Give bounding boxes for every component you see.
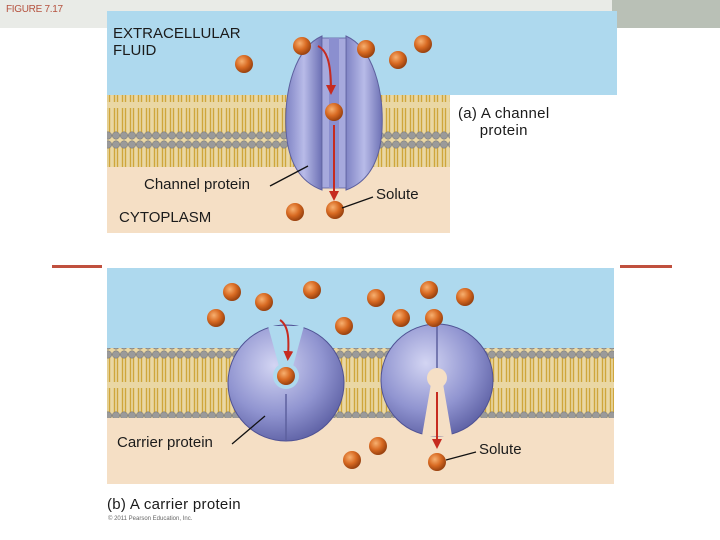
- solute-molecule-icon: [367, 289, 385, 307]
- panel-a: [107, 11, 617, 233]
- panel-b-title: (b) A carrier protein: [107, 496, 241, 513]
- solute-molecule-icon: [428, 453, 446, 471]
- panel-b: [107, 268, 614, 484]
- solute-molecule-icon: [255, 293, 273, 311]
- panel-a-title: (a) A channel protein: [458, 105, 550, 140]
- solute-molecule-icon: [414, 35, 432, 53]
- solute-molecule-icon: [325, 103, 343, 121]
- cytoplasm-label: CYTOPLASM: [119, 209, 212, 226]
- solute-molecule-icon: [425, 309, 443, 327]
- figure-label: FIGURE 7.17: [6, 4, 63, 15]
- extracellular-region-b: [107, 268, 614, 348]
- solute-molecule-icon: [293, 37, 311, 55]
- solute-molecule-icon: [335, 317, 353, 335]
- down-arrow-icon: [317, 45, 336, 95]
- channel-protein-label: Channel protein: [144, 176, 250, 193]
- solute-label-a: Solute: [376, 186, 419, 203]
- solute-molecule-icon: [456, 288, 474, 306]
- header-band-accent: [612, 0, 720, 28]
- divider-left: [52, 265, 102, 268]
- solute-molecule-icon: [369, 437, 387, 455]
- solute-molecule-icon: [343, 451, 361, 469]
- divider-right: [620, 265, 672, 268]
- copyright-notice: © 2011 Pearson Education, Inc.: [108, 516, 193, 522]
- cytoplasm-region-a: [107, 167, 450, 233]
- solute-molecule-icon: [303, 281, 321, 299]
- solute-molecule-icon: [357, 40, 375, 58]
- solute-molecule-icon: [207, 309, 225, 327]
- solute-molecule-icon: [235, 55, 253, 73]
- lipid-bilayer-a: [107, 95, 450, 167]
- cytoplasm-region-b: [107, 418, 614, 484]
- solute-molecule-icon: [389, 51, 407, 69]
- solute-molecule-icon: [326, 201, 344, 219]
- solute-molecule-icon: [277, 367, 295, 385]
- solute-label-b: Solute: [479, 441, 522, 458]
- carrier-protein-label: Carrier protein: [117, 434, 213, 451]
- solute-molecule-icon: [223, 283, 241, 301]
- extracellular-fluid-label: EXTRACELLULAR FLUID: [113, 25, 241, 60]
- solute-molecule-icon: [286, 203, 304, 221]
- lipid-bilayer-b: [107, 348, 614, 418]
- solute-molecule-icon: [420, 281, 438, 299]
- solute-molecule-icon: [392, 309, 410, 327]
- down-arrow-icon: [279, 319, 294, 361]
